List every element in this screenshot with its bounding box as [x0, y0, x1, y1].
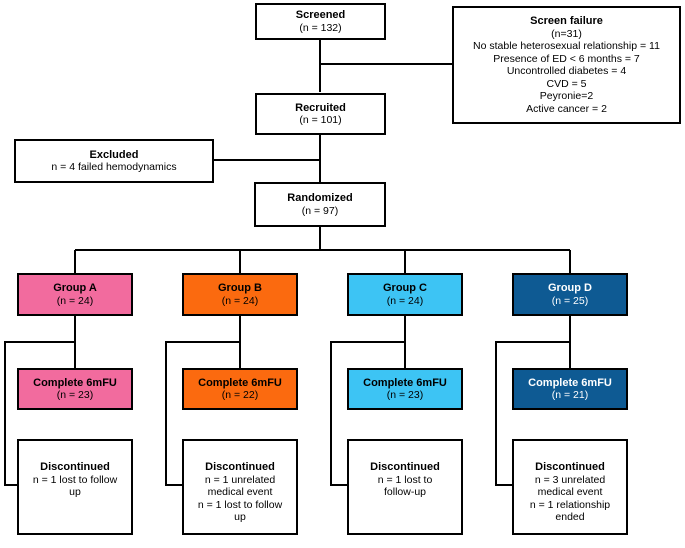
- group-d-complete-box: Complete 6mFU (n = 21): [512, 368, 628, 410]
- recruited-title: Recruited: [295, 101, 346, 114]
- group-c-discontinued-line: n = 1 lost to: [377, 473, 433, 486]
- screen-failure-count: (n=31): [551, 27, 582, 40]
- group-b-box: Group B (n = 24): [182, 273, 298, 316]
- group-d-discontinued-box: Discontinued n = 3 unrelated medical eve…: [512, 439, 628, 535]
- group-b-complete-count: (n = 22): [221, 389, 259, 401]
- randomized-title: Randomized: [287, 192, 353, 204]
- group-b-complete-box: Complete 6mFU (n = 22): [182, 368, 298, 410]
- group-c-complete-box: Complete 6mFU (n = 23): [347, 368, 463, 410]
- group-c-box: Group C (n = 24): [347, 273, 463, 316]
- group-b-count: (n = 24): [221, 294, 259, 307]
- group-b-discontinued-line: n = 1 unrelated: [204, 473, 276, 486]
- recruited-box: Recruited (n = 101): [255, 93, 386, 135]
- line-c-complete: [330, 315, 406, 486]
- group-d-count: (n = 25): [551, 294, 589, 307]
- screen-failure-reason: Active cancer = 2: [526, 102, 607, 115]
- group-a-complete-count: (n = 23): [56, 389, 94, 401]
- screen-failure-reason: Presence of ED < 6 months = 7: [493, 52, 640, 65]
- group-a-complete-title: Complete 6mFU: [33, 376, 117, 389]
- screen-failure-reason: No stable heterosexual relationship = 11: [473, 40, 660, 52]
- group-a-title: Group A: [53, 282, 97, 294]
- group-c-discontinued-box: Discontinued n = 1 lost to follow-up: [347, 439, 463, 535]
- screened-title: Screened: [295, 9, 346, 21]
- group-b-discontinued-title: Discontinued: [205, 461, 275, 473]
- group-b-discontinued-line: medical event: [207, 486, 273, 498]
- group-a-discontinued-line: up: [69, 486, 81, 498]
- line-a-complete: [4, 315, 76, 486]
- group-a-discontinued-title: Discontinued: [40, 461, 110, 473]
- group-b-discontinued-box: Discontinued n = 1 unrelated medical eve…: [182, 439, 298, 535]
- screen-failure-reason: Peyronie=2: [539, 90, 594, 102]
- group-c-complete-title: Complete 6mFU: [363, 376, 447, 389]
- group-d-discontinued-line: n = 1 relationship: [529, 498, 611, 511]
- group-a-count: (n = 24): [56, 294, 94, 307]
- line-d-complete: [495, 315, 571, 486]
- group-a-discontinued-line: n = 1 lost to follow: [32, 473, 118, 486]
- group-d-complete-count: (n = 21): [551, 389, 589, 401]
- randomized-count: (n = 97): [301, 204, 339, 217]
- group-d-discontinued-title: Discontinued: [535, 461, 605, 473]
- group-c-count: (n = 24): [386, 294, 424, 307]
- group-c-discontinued-line: follow-up: [383, 486, 427, 498]
- screen-failure-box: Screen failure (n=31) No stable heterose…: [452, 6, 681, 124]
- randomized-box: Randomized (n = 97): [254, 182, 386, 227]
- group-a-box: Group A (n = 24): [17, 273, 133, 316]
- group-c-title: Group C: [383, 282, 427, 294]
- excluded-title: Excluded: [89, 148, 139, 161]
- group-d-title: Group D: [548, 282, 592, 294]
- group-b-discontinued-line: up: [234, 511, 246, 523]
- screened-box: Screened (n = 132): [255, 3, 386, 40]
- group-c-complete-count: (n = 23): [386, 389, 424, 401]
- group-d-discontinued-line: ended: [555, 511, 585, 523]
- group-b-complete-title: Complete 6mFU: [198, 376, 282, 389]
- line-b-complete: [165, 315, 241, 486]
- screen-failure-reason: CVD = 5: [546, 77, 587, 90]
- screen-failure-reason: Uncontrolled diabetes = 4: [506, 65, 627, 77]
- excluded-detail: n = 4 failed hemodynamics: [51, 161, 177, 173]
- screen-failure-title: Screen failure: [530, 15, 603, 27]
- group-d-complete-title: Complete 6mFU: [528, 376, 612, 389]
- recruited-count: (n = 101): [299, 114, 342, 126]
- group-d-discontinued-line: n = 3 unrelated: [534, 473, 606, 486]
- group-a-discontinued-box: Discontinued n = 1 lost to follow up: [17, 439, 133, 535]
- group-b-discontinued-line: n = 1 lost to follow: [197, 498, 283, 511]
- excluded-box: Excluded n = 4 failed hemodynamics: [14, 139, 214, 183]
- group-b-title: Group B: [218, 282, 262, 294]
- group-d-discontinued-line: medical event: [537, 486, 603, 498]
- group-c-discontinued-title: Discontinued: [370, 461, 440, 473]
- group-d-box: Group D (n = 25): [512, 273, 628, 316]
- screened-count: (n = 132): [299, 21, 342, 34]
- group-a-complete-box: Complete 6mFU (n = 23): [17, 368, 133, 410]
